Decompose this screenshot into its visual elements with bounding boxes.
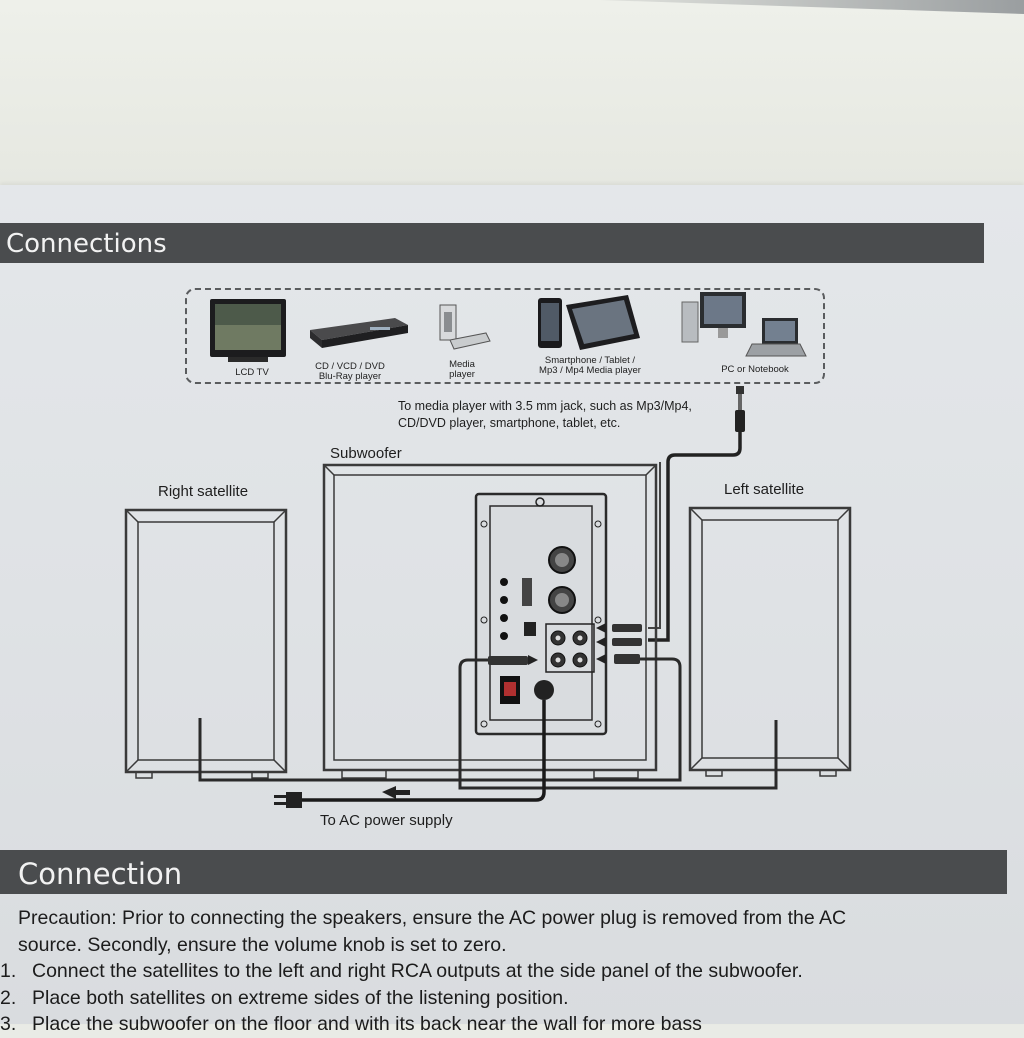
- left-satellite-speaker: [688, 506, 852, 777]
- power-cable: [274, 700, 546, 808]
- device-label-lcd-tv: LCD TV: [235, 367, 269, 378]
- right-satellite-speaker: [124, 508, 288, 779]
- step-text: Place both satellites on extreme sides o…: [32, 986, 569, 1009]
- ac-power-label: To AC power supply: [320, 812, 453, 829]
- right-satellite-label: Right satellite: [158, 483, 249, 500]
- smartphone-tablet-icon: [538, 295, 640, 350]
- step-2: 2. Place both satellites on extreme sides…: [0, 985, 1008, 1012]
- tv-icon: [210, 299, 286, 362]
- connections-header: Connections: [0, 223, 984, 263]
- left-satellite-label: Left satellite: [724, 481, 805, 498]
- precaution-line-1: Precaution: Prior to connecting the spea…: [18, 907, 847, 929]
- pc-notebook-icon: [681, 292, 807, 357]
- rca-connectors: [488, 623, 642, 665]
- device-label-smartphone-tablet: Smartphone / Tablet / Mp3 / Mp4 Media pl…: [539, 355, 641, 376]
- desk-background: [0, 0, 1024, 185]
- step-number: 1.: [0, 960, 17, 982]
- connection-title: Connection: [18, 857, 183, 891]
- media-player-icon: [439, 304, 491, 350]
- subwoofer-cabinet: [322, 463, 658, 779]
- power-direction-arrow: [382, 786, 410, 799]
- instructions: Precaution: Prior to connecting the spea…: [0, 905, 1008, 1038]
- step-1: 1. Connect the satellites to the left and…: [0, 958, 1008, 985]
- step-number: 3.: [0, 1013, 17, 1035]
- precaution-line-2: source. Secondly, ensure the volume knob…: [18, 933, 507, 956]
- step-number: 2.: [0, 986, 17, 1009]
- source-devices-box: [185, 288, 825, 384]
- speaker-cables: [198, 657, 778, 790]
- step-text: Connect the satellites to the left and r…: [32, 960, 803, 982]
- media-note-line-2: CD/DVD player, smartphone, tablet, etc.: [398, 416, 621, 430]
- subwoofer-label: Subwoofer: [330, 445, 402, 462]
- media-player-note: To media player with 3.5 mm jack, such a…: [398, 398, 692, 432]
- connections-title: Connections: [6, 229, 167, 259]
- device-label-pc-notebook: PC or Notebook: [721, 364, 789, 375]
- device-label-disc-player: CD / VCD / DVD Blu-Ray player: [315, 361, 385, 382]
- subwoofer-control-panel: [474, 492, 608, 736]
- media-note-line-1: To media player with 3.5 mm jack, such a…: [398, 399, 692, 413]
- step-text: Place the subwoofer on the floor and wit…: [32, 1013, 702, 1035]
- audio-jack-cable: [648, 386, 745, 642]
- device-label-media-player: Media player: [449, 359, 475, 380]
- disc-player-icon: [310, 318, 408, 348]
- connection-header: Connection: [0, 850, 1007, 894]
- step-3: 3. Place the subwoofer on the floor and w…: [0, 1011, 1008, 1038]
